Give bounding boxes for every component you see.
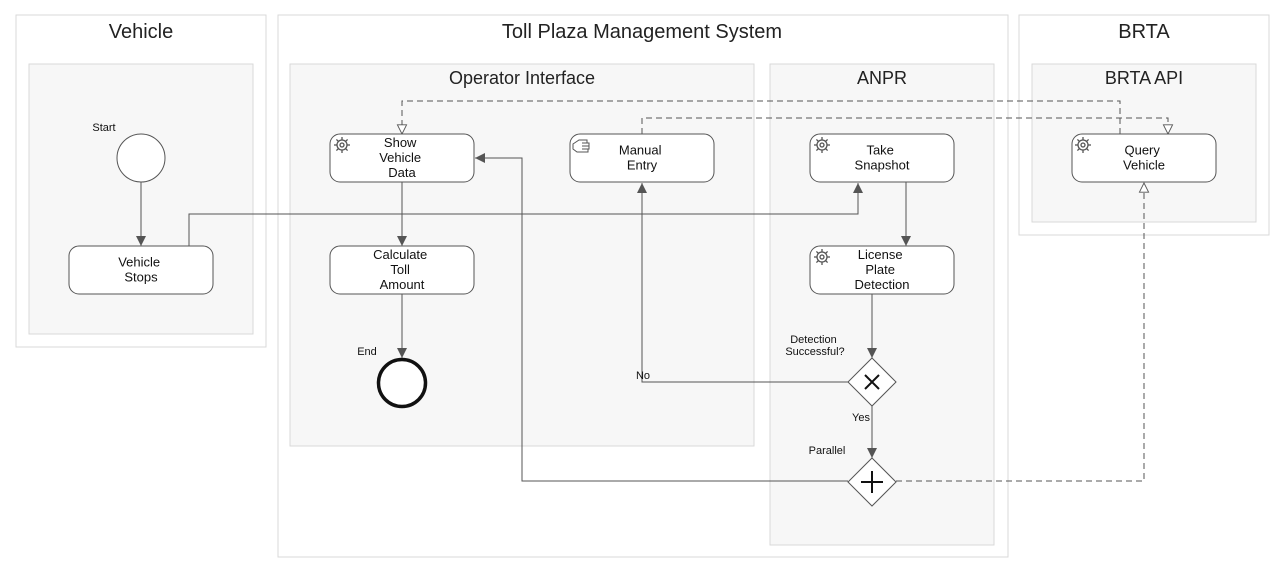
svg-text:Vehicle Stops: Vehicle Stops <box>118 255 164 285</box>
task-query-line-1: Query <box>1124 143 1160 158</box>
task-lpd-line-1: License <box>858 247 903 262</box>
task-vehicle-stops-line-1: Vehicle <box>118 255 160 270</box>
message-flows <box>402 100 1168 482</box>
task-take-snapshot: Take Snapshot <box>809 133 955 183</box>
task-lpd-line-3: Detection <box>855 277 910 292</box>
msg-parallel-to-query <box>896 183 1144 482</box>
gateway-parallel-label: Parallel <box>809 445 846 457</box>
svg-text:Manual Entry: Manual Entry <box>619 143 665 173</box>
pool-title-brta: BRTA <box>1118 21 1170 43</box>
lane-title-brta-api: BRTA API <box>1105 68 1183 88</box>
task-vehicle-stops-line-2: Stops <box>124 270 158 285</box>
lane-title-anpr: ANPR <box>857 68 907 88</box>
msg-query-to-show <box>402 100 1121 134</box>
task-calc-line-1: Calculate <box>373 247 427 262</box>
task-query-line-2: Vehicle <box>1123 158 1165 173</box>
task-show-line-1: Show <box>384 135 417 150</box>
parallel-plus-icon <box>861 471 883 493</box>
flow-stops-to-snapshot <box>188 183 863 246</box>
task-snapshot-line-1: Take <box>866 143 893 158</box>
task-calc-line-3: Amount <box>380 277 425 292</box>
task-query-vehicle: Query Vehicle <box>1071 133 1217 183</box>
flow-label-no: No <box>636 370 650 382</box>
task-show-line-2: Vehicle <box>379 150 421 165</box>
svg-text:Calculate Toll Amo: Calculate Toll Amount <box>373 247 431 292</box>
svg-text:Show Vehicle Data: Show Vehicle Data <box>379 135 425 180</box>
task-manual-entry: Manual Entry <box>569 133 715 183</box>
msg-manual-to-query <box>641 117 1168 134</box>
manual-hand-icon <box>572 139 590 153</box>
lane-title-operator: Operator Interface <box>449 68 595 88</box>
flow-label-yes: Yes <box>852 412 870 424</box>
task-license-plate-detection: License Plate Detection <box>809 245 955 295</box>
pool-title-toll: Toll Plaza Management System <box>502 21 782 43</box>
task-calc-line-2: Toll <box>390 262 410 277</box>
svg-text:Take Snapshot: Take Snapshot <box>855 143 910 173</box>
task-manual-line-2: Entry <box>627 158 658 173</box>
task-lpd-line-2: Plate <box>865 262 895 277</box>
end-event: End <box>357 346 428 409</box>
svg-text:License Plate Dete: License Plate Detection <box>855 247 910 292</box>
gateway-exclusive-detection: Detection Successful? <box>785 334 897 407</box>
task-vehicle-stops: Vehicle Stops <box>68 245 214 295</box>
gateway-detection-line-1: Detection <box>790 334 836 346</box>
pool-title-vehicle: Vehicle <box>109 21 174 43</box>
sequence-flows <box>136 153 911 482</box>
task-manual-line-1: Manual <box>619 143 662 158</box>
start-label: Start <box>92 122 115 134</box>
start-event: Start <box>92 122 166 183</box>
gateway-detection-line-2: Successful? <box>785 346 844 358</box>
flow-parallel-to-show <box>475 153 848 482</box>
task-calculate-toll: Calculate Toll Amount <box>329 245 475 295</box>
flow-no-to-manual <box>637 183 848 383</box>
task-show-line-3: Data <box>388 165 416 180</box>
task-snapshot-line-2: Snapshot <box>855 158 910 173</box>
task-show-vehicle-data: Show Vehicle Data <box>329 133 475 183</box>
end-label: End <box>357 346 377 358</box>
svg-text:Detection Successful?: Detection Successful? <box>785 334 844 358</box>
svg-text:Query Vehicle: Query Vehicle <box>1123 143 1165 173</box>
exclusive-x-icon <box>864 374 880 390</box>
gateway-parallel: Parallel <box>809 445 897 507</box>
